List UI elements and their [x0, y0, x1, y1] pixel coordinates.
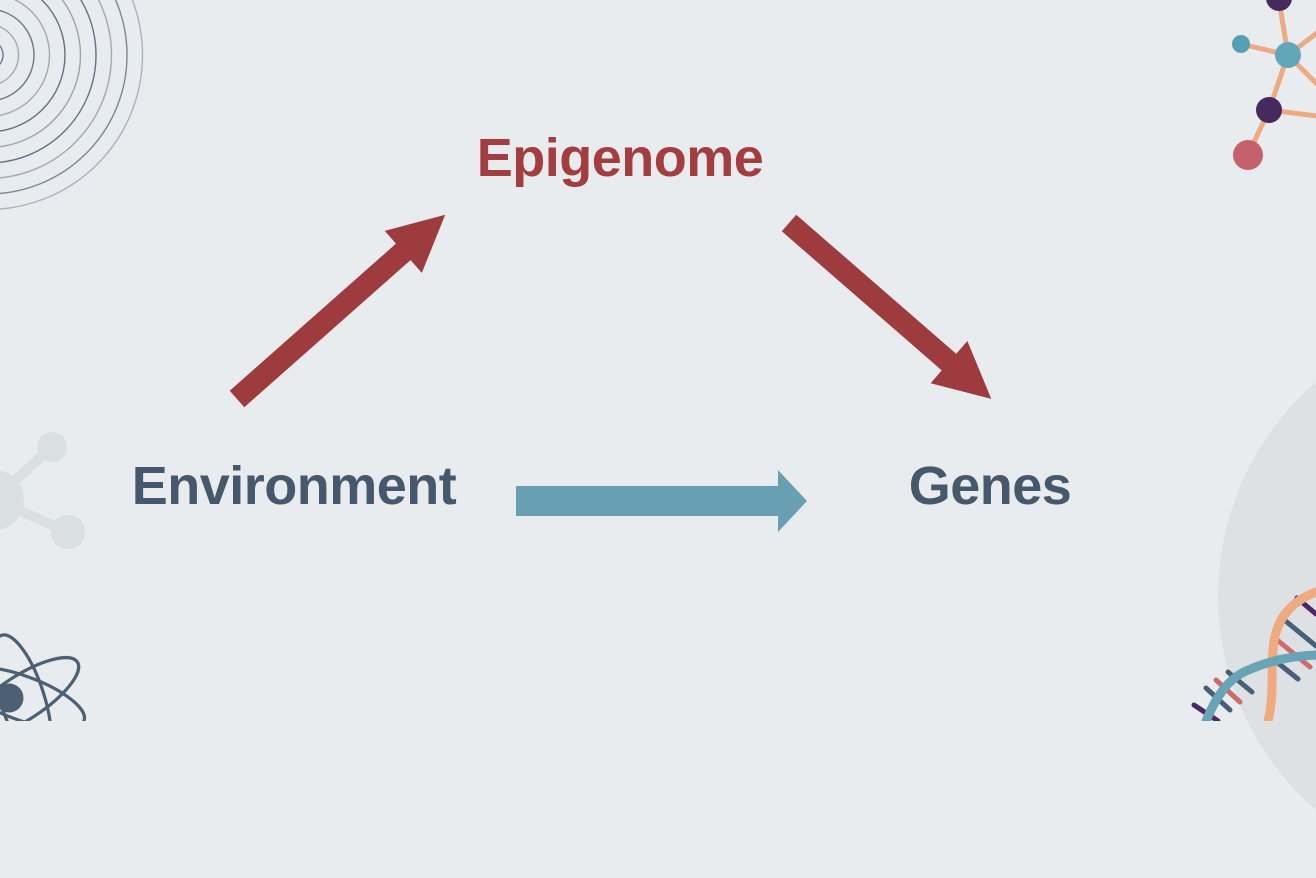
molecule-node-small-teal	[1232, 35, 1250, 53]
arrows-layer	[229, 214, 992, 532]
dna-strand-teal	[1201, 650, 1316, 721]
node-label-environment: Environment	[131, 456, 457, 516]
molecule-node-purple-top	[1266, 0, 1292, 11]
concentric-circles-icon	[0, 0, 144, 210]
arrowhead-icon	[930, 340, 992, 399]
faint-molecule-icon	[0, 432, 85, 549]
node-label-genes: Genes	[908, 456, 1072, 516]
dna-strand-orange	[1263, 587, 1316, 721]
arrow-environment-to-epigenome	[229, 214, 446, 408]
molecule-network-icon	[1232, 0, 1316, 170]
dna-helix-icon	[1191, 587, 1316, 721]
molecule-node-red	[1233, 140, 1263, 170]
atom-nucleus	[0, 683, 24, 713]
arrow-epigenome-to-genes	[781, 214, 992, 399]
node-label-epigenome: Epigenome	[476, 128, 764, 188]
arrow-environment-to-genes	[516, 470, 807, 532]
molecule-node-teal	[1275, 42, 1301, 68]
molecule-node-purple-mid	[1256, 97, 1282, 123]
atom-icon	[0, 633, 87, 721]
arrowhead-icon	[778, 470, 807, 532]
arrowhead-icon	[384, 214, 446, 273]
